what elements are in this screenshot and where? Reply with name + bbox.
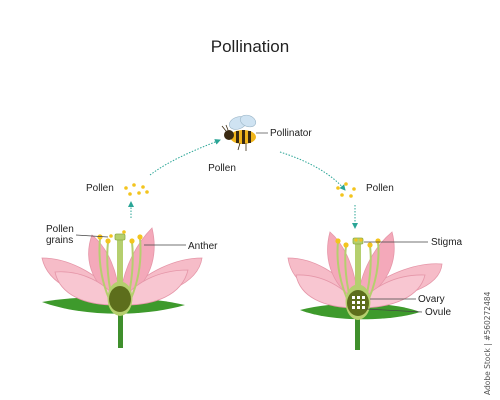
pollen-label-left: Pollen [86,183,114,194]
anther-left [97,234,103,240]
anther-right [367,242,373,248]
pollen-grain [122,230,126,234]
stigma-label: Stigma [431,237,463,248]
anther-left [129,238,135,244]
ovary-label: Ovary [418,294,445,305]
pollen-grain [109,234,113,238]
bee-icon [221,114,257,151]
anther-right [343,242,349,248]
stem-left [118,300,123,348]
pollinator-label: Pollinator [270,128,312,139]
stock-watermark: Adobe Stock | #560272484 [483,291,492,395]
anther-label: Anther [188,241,218,252]
pollen-grains-label-line2: grains [46,235,73,246]
anther-right [335,238,341,244]
pollen-grains-label-line1: Pollen [46,224,74,235]
arrow-from-pollinator [279,151,346,191]
diagram-title: Pollination [211,37,289,56]
stem-right [355,300,360,350]
pollen-cluster-right [336,182,356,198]
pollen-label-right: Pollen [366,183,394,194]
arrow-to-pollinator [149,139,221,176]
ovule-label: Ovule [425,307,452,318]
pollen-label-center: Pollen [208,163,236,174]
flower-left [41,227,203,348]
anther-left [137,234,143,240]
ovule-leader-line [365,308,423,313]
flower-right [287,231,443,350]
ovules [352,296,365,309]
pollen-cluster-left [124,183,149,196]
petal-right [327,231,359,301]
ovary-left [109,286,131,312]
anther-left [105,238,111,244]
anther-right [375,238,381,244]
pollen-grain [359,238,363,242]
pollen-grain [354,238,358,242]
pollen-grains-leader-line [75,234,109,238]
stigma-left [114,233,126,241]
